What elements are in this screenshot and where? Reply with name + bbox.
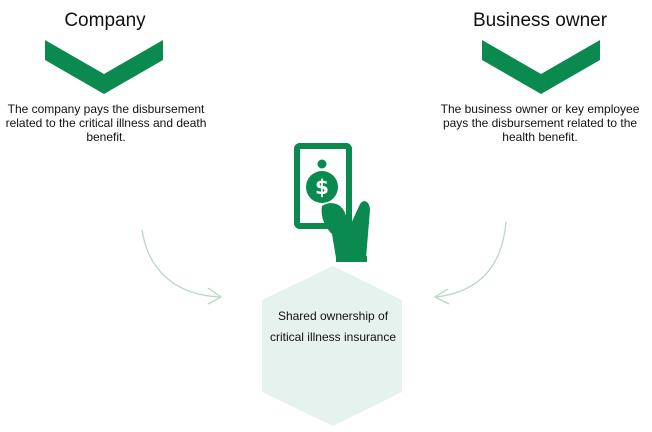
business-owner-heading: Business owner <box>472 10 608 31</box>
right-curved-arrow <box>433 221 507 305</box>
company-heading: Company <box>64 10 146 31</box>
shared-ownership-label: Shared ownership of critical illness ins… <box>269 309 397 344</box>
company-description: The company pays the disbursement relate… <box>5 102 207 144</box>
business-owner-description: The business owner or key employee pays … <box>440 102 640 144</box>
chevron-down-icon <box>482 40 600 94</box>
left-curved-arrow <box>141 229 223 305</box>
svg-text:$: $ <box>315 175 329 199</box>
shared-ownership-hexagon <box>262 266 402 426</box>
chevron-down-icon <box>45 40 163 94</box>
hand-holding-money-icon: $ <box>294 143 370 262</box>
